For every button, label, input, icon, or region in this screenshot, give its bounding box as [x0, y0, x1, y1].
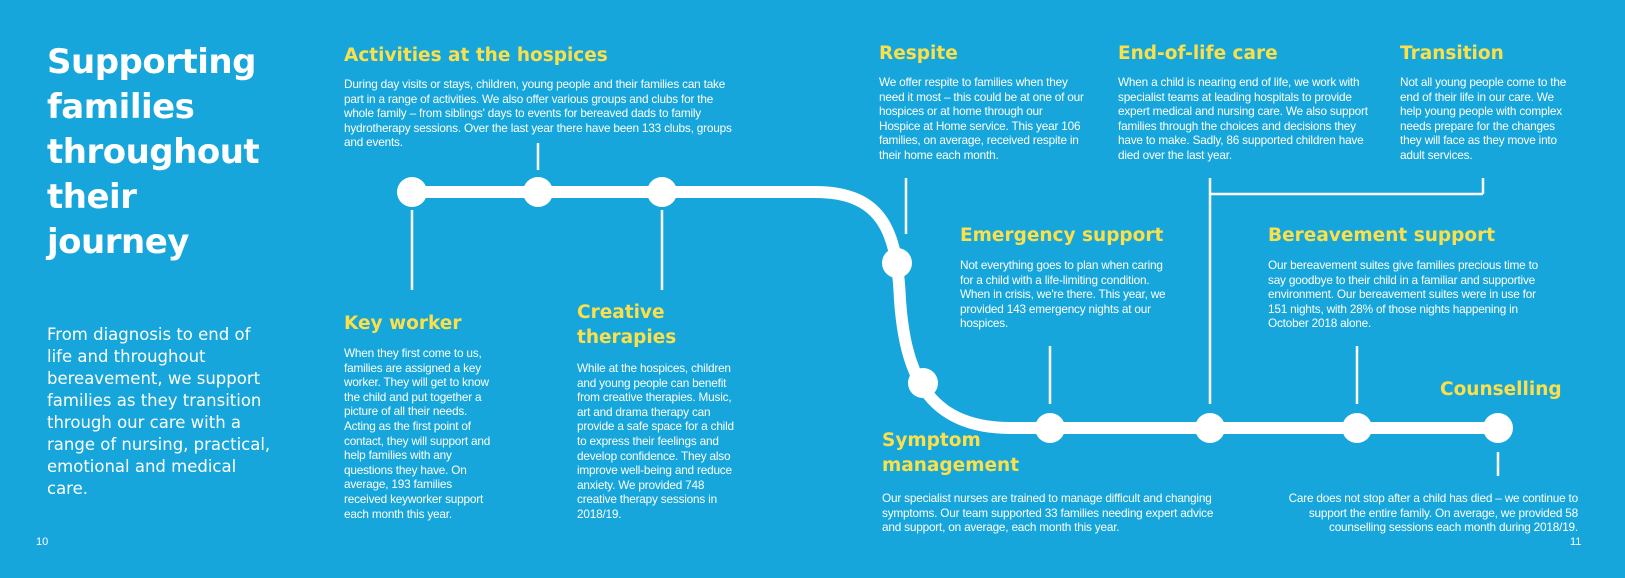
- stop-emergency: [1035, 413, 1065, 443]
- emergency-body: Not everything goes to plan when caring …: [960, 258, 1166, 331]
- key-worker-heading: Key worker: [344, 313, 462, 334]
- respite-body: We offer respite to families when they n…: [879, 75, 1084, 162]
- creative-body: While at the hospices, children and youn…: [577, 361, 734, 521]
- bereavement-body: Our bereavement suites give families pre…: [1268, 258, 1539, 331]
- creative-heading: Creative therapies: [577, 302, 677, 348]
- stop-symptom: [908, 368, 938, 398]
- counselling-heading: Counselling: [1440, 379, 1562, 400]
- stop-counselling: [1483, 413, 1513, 443]
- end-of-life-body: When a child is nearing end of life, we …: [1118, 75, 1368, 162]
- page-number-right: 11: [1570, 536, 1582, 548]
- symptom-heading: Symptom management: [882, 430, 1020, 476]
- page-title: Supporting families throughout their jou…: [47, 42, 260, 262]
- activities-body: During day visits or stays, children, yo…: [344, 77, 732, 150]
- stop-creative: [647, 177, 677, 207]
- activities-heading: Activities at the hospices: [344, 45, 608, 66]
- emergency-heading: Emergency support: [960, 225, 1164, 246]
- symptom-body: Our specialist nurses are trained to man…: [882, 491, 1214, 535]
- stop-key-worker: [397, 177, 427, 207]
- transition-heading: Transition: [1400, 43, 1504, 64]
- stop-activities: [523, 177, 553, 207]
- respite-heading: Respite: [879, 43, 958, 64]
- intro-text: From diagnosis to end of life and throug…: [47, 325, 271, 498]
- transition-body: Not all young people come to the end of …: [1400, 75, 1567, 162]
- end-of-life-heading: End-of-life care: [1118, 43, 1278, 64]
- stop-bereavement: [1342, 413, 1372, 443]
- bereavement-heading: Bereavement support: [1268, 225, 1496, 246]
- page-number-left: 10: [36, 536, 49, 548]
- key-worker-body: When they first come to us, families are…: [344, 346, 491, 521]
- counselling-body: Care does not stop after a child has die…: [1288, 491, 1579, 535]
- stop-respite: [882, 248, 912, 278]
- stop-end-of-life: [1195, 413, 1225, 443]
- route-line: [406, 186, 1506, 434]
